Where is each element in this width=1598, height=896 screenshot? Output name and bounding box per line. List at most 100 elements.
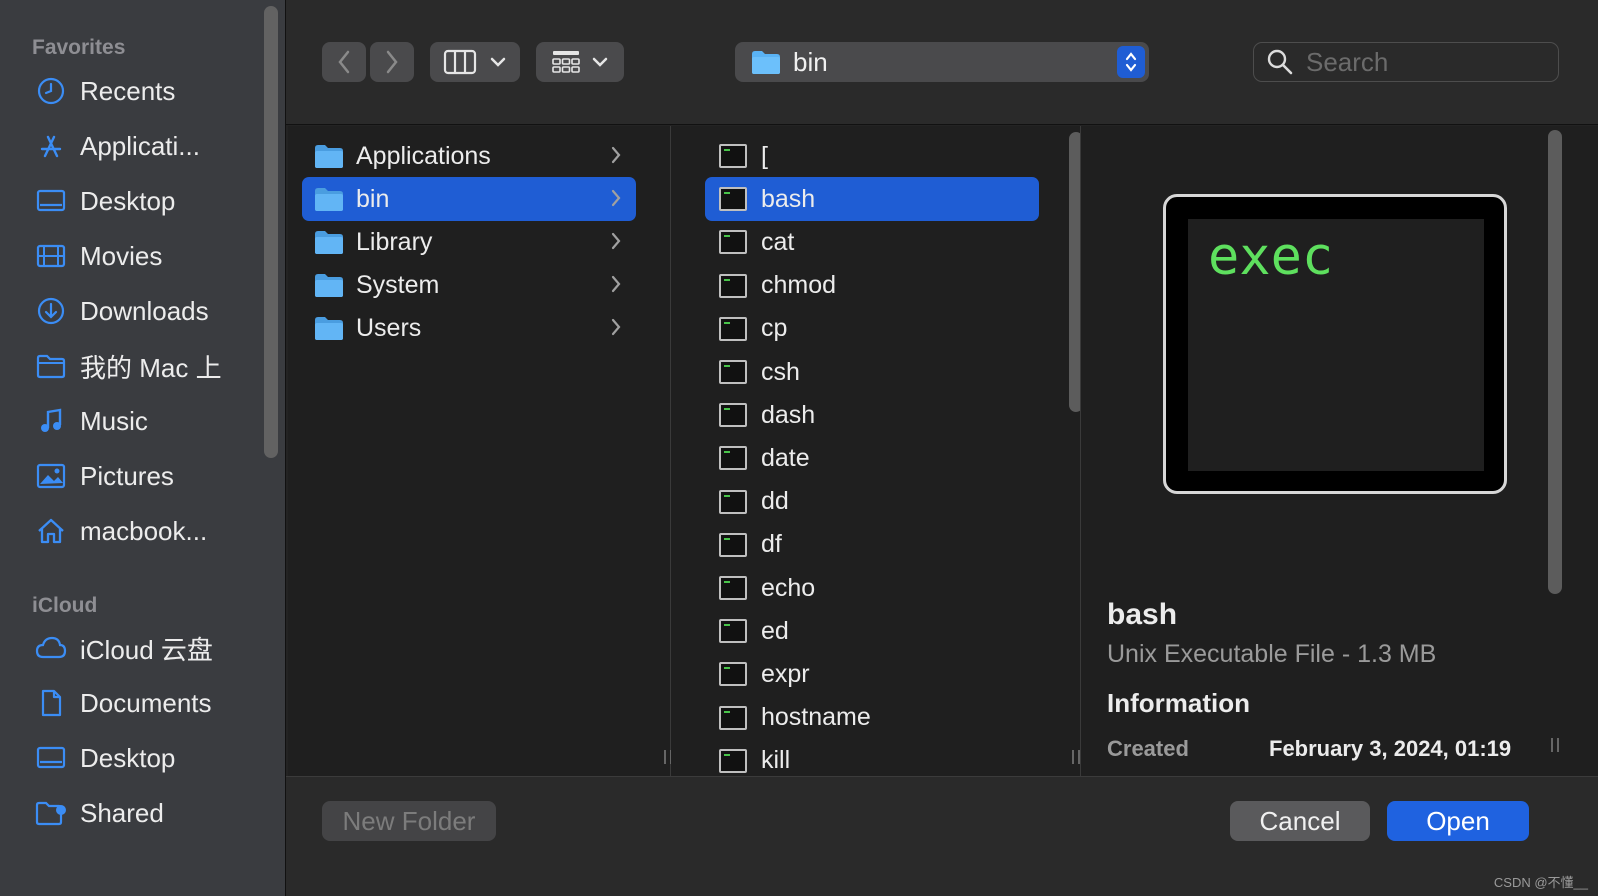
folder-icon: [315, 274, 343, 297]
file-row[interactable]: chmod: [705, 264, 1039, 308]
folder-icon: [752, 51, 780, 74]
forward-button[interactable]: [370, 42, 414, 82]
file-row[interactable]: csh: [705, 350, 1039, 394]
sidebar-item-icloud[interactable]: iCloud 云盘: [34, 626, 213, 670]
executable-file-icon: [719, 316, 747, 341]
sidebar-item-label: Recents: [80, 75, 176, 106]
sidebar-item-desktop[interactable]: Desktop: [34, 736, 175, 780]
folder-icon: [315, 188, 343, 211]
created-value: February 3, 2024, 01:19: [1269, 736, 1512, 761]
path-label: bin: [793, 46, 828, 77]
file-row-label: cp: [761, 314, 788, 343]
chevron-right-icon: [611, 232, 621, 250]
search-input[interactable]: [1304, 45, 1538, 79]
favorites-header: Favorites: [32, 36, 126, 59]
exec-icon-text: exec: [1208, 227, 1334, 287]
sidebar-item-mac[interactable]: 我的 Mac 上: [34, 344, 222, 388]
sidebar-item-downloads[interactable]: Downloads: [34, 289, 209, 333]
file-row-label: echo: [761, 573, 816, 602]
file-row[interactable]: echo: [705, 566, 1039, 610]
file-row-label: [: [761, 141, 768, 170]
preview-scrollbar[interactable]: [1548, 130, 1562, 594]
file-row-label: expr: [761, 659, 810, 688]
file-row-label: dash: [761, 400, 816, 429]
sidebar-item-shared[interactable]: Shared: [34, 791, 164, 835]
file-row-label: hostname: [761, 703, 871, 732]
sidebar-item-documents[interactable]: Documents: [34, 681, 212, 725]
folder-row[interactable]: bin: [302, 177, 636, 221]
folder-row[interactable]: Library: [302, 220, 636, 264]
cloud-icon: [34, 631, 68, 665]
file-row[interactable]: hostname: [705, 696, 1039, 740]
executable-file-icon: [719, 748, 747, 773]
executable-file-icon: [719, 576, 747, 600]
column-bin: [ bash cat chmod cp csh dash date dd df echo ed expr…: [671, 126, 1081, 776]
sidebar-item-desktop[interactable]: Desktop: [34, 179, 175, 223]
back-button[interactable]: [322, 42, 366, 82]
sidebar-item-pictures[interactable]: Pictures: [34, 454, 174, 498]
photo-icon: [34, 459, 68, 493]
file-row-label: cat: [761, 227, 795, 256]
folder-icon: [315, 317, 343, 340]
column-resize-handle[interactable]: [1551, 738, 1559, 752]
sidebar-item-label: macbook...: [80, 515, 208, 546]
column-scrollbar[interactable]: [1069, 132, 1080, 412]
path-popup[interactable]: bin: [735, 42, 1149, 82]
executable-file-icon: [719, 446, 747, 471]
sidebar-item-music[interactable]: Music: [34, 399, 148, 443]
folder-row[interactable]: Applications: [302, 134, 636, 178]
folder-row-label: Library: [356, 227, 433, 256]
file-row[interactable]: dd: [705, 480, 1039, 524]
sidebar-item-applicati[interactable]: Applicati...: [34, 124, 200, 168]
sidebar-scrollbar[interactable]: [264, 6, 278, 458]
sidebar-item-label: Downloads: [80, 295, 209, 326]
popup-stepper[interactable]: [1117, 46, 1145, 78]
file-row[interactable]: cp: [705, 307, 1039, 351]
group-by-button[interactable]: [536, 42, 624, 82]
film-icon: [34, 239, 68, 273]
file-row[interactable]: cat: [705, 220, 1039, 264]
new-folder-button[interactable]: New Folder: [322, 801, 496, 841]
chevron-right-icon: [386, 50, 398, 74]
file-row-label: chmod: [761, 271, 837, 300]
sidebar-item-recents[interactable]: Recents: [34, 69, 175, 113]
cancel-button[interactable]: Cancel: [1230, 801, 1370, 841]
file-row[interactable]: [: [705, 134, 1039, 178]
file-row[interactable]: bash: [705, 177, 1039, 222]
file-row[interactable]: df: [705, 523, 1039, 567]
file-row-label: df: [761, 530, 782, 559]
shared-folder-icon: [34, 796, 68, 830]
preview-file-name: bash: [1107, 598, 1178, 631]
created-label: Created: [1107, 736, 1189, 761]
sidebar-item-label: Shared: [80, 797, 164, 828]
column-resize-handle[interactable]: [1072, 750, 1080, 764]
sidebar-item-label: 我的 Mac 上: [80, 352, 222, 383]
file-row-label: kill: [761, 746, 791, 775]
sidebar-item-label: iCloud 云盘: [80, 634, 213, 665]
file-row[interactable]: ed: [705, 609, 1039, 653]
file-row[interactable]: expr: [705, 652, 1039, 696]
file-row[interactable]: kill: [705, 739, 1039, 776]
folder-row[interactable]: System: [302, 263, 636, 307]
sidebar-item-movies[interactable]: Movies: [34, 234, 162, 278]
folder-icon: [34, 349, 68, 383]
desktop-icon: [34, 741, 68, 775]
view-columns-button[interactable]: [430, 42, 520, 82]
file-row[interactable]: dash: [705, 393, 1039, 437]
folder-row[interactable]: Users: [302, 306, 636, 350]
preview-pane: exec bash Unix Executable File - 1.3 MB …: [1081, 126, 1598, 776]
applications-icon: [34, 129, 68, 163]
executable-file-icon: [719, 532, 747, 557]
home-icon: [34, 514, 68, 548]
exec-file-icon: exec: [1163, 194, 1507, 494]
open-button[interactable]: Open: [1387, 801, 1529, 841]
executable-file-icon: [719, 619, 747, 644]
file-row-label: date: [761, 443, 810, 472]
chevron-left-icon: [338, 50, 350, 74]
search-field[interactable]: [1253, 42, 1559, 82]
executable-file-icon: [719, 705, 747, 730]
executable-file-icon: [719, 489, 747, 514]
sidebar-item-macbook[interactable]: macbook...: [34, 509, 207, 553]
file-row[interactable]: date: [705, 436, 1039, 480]
